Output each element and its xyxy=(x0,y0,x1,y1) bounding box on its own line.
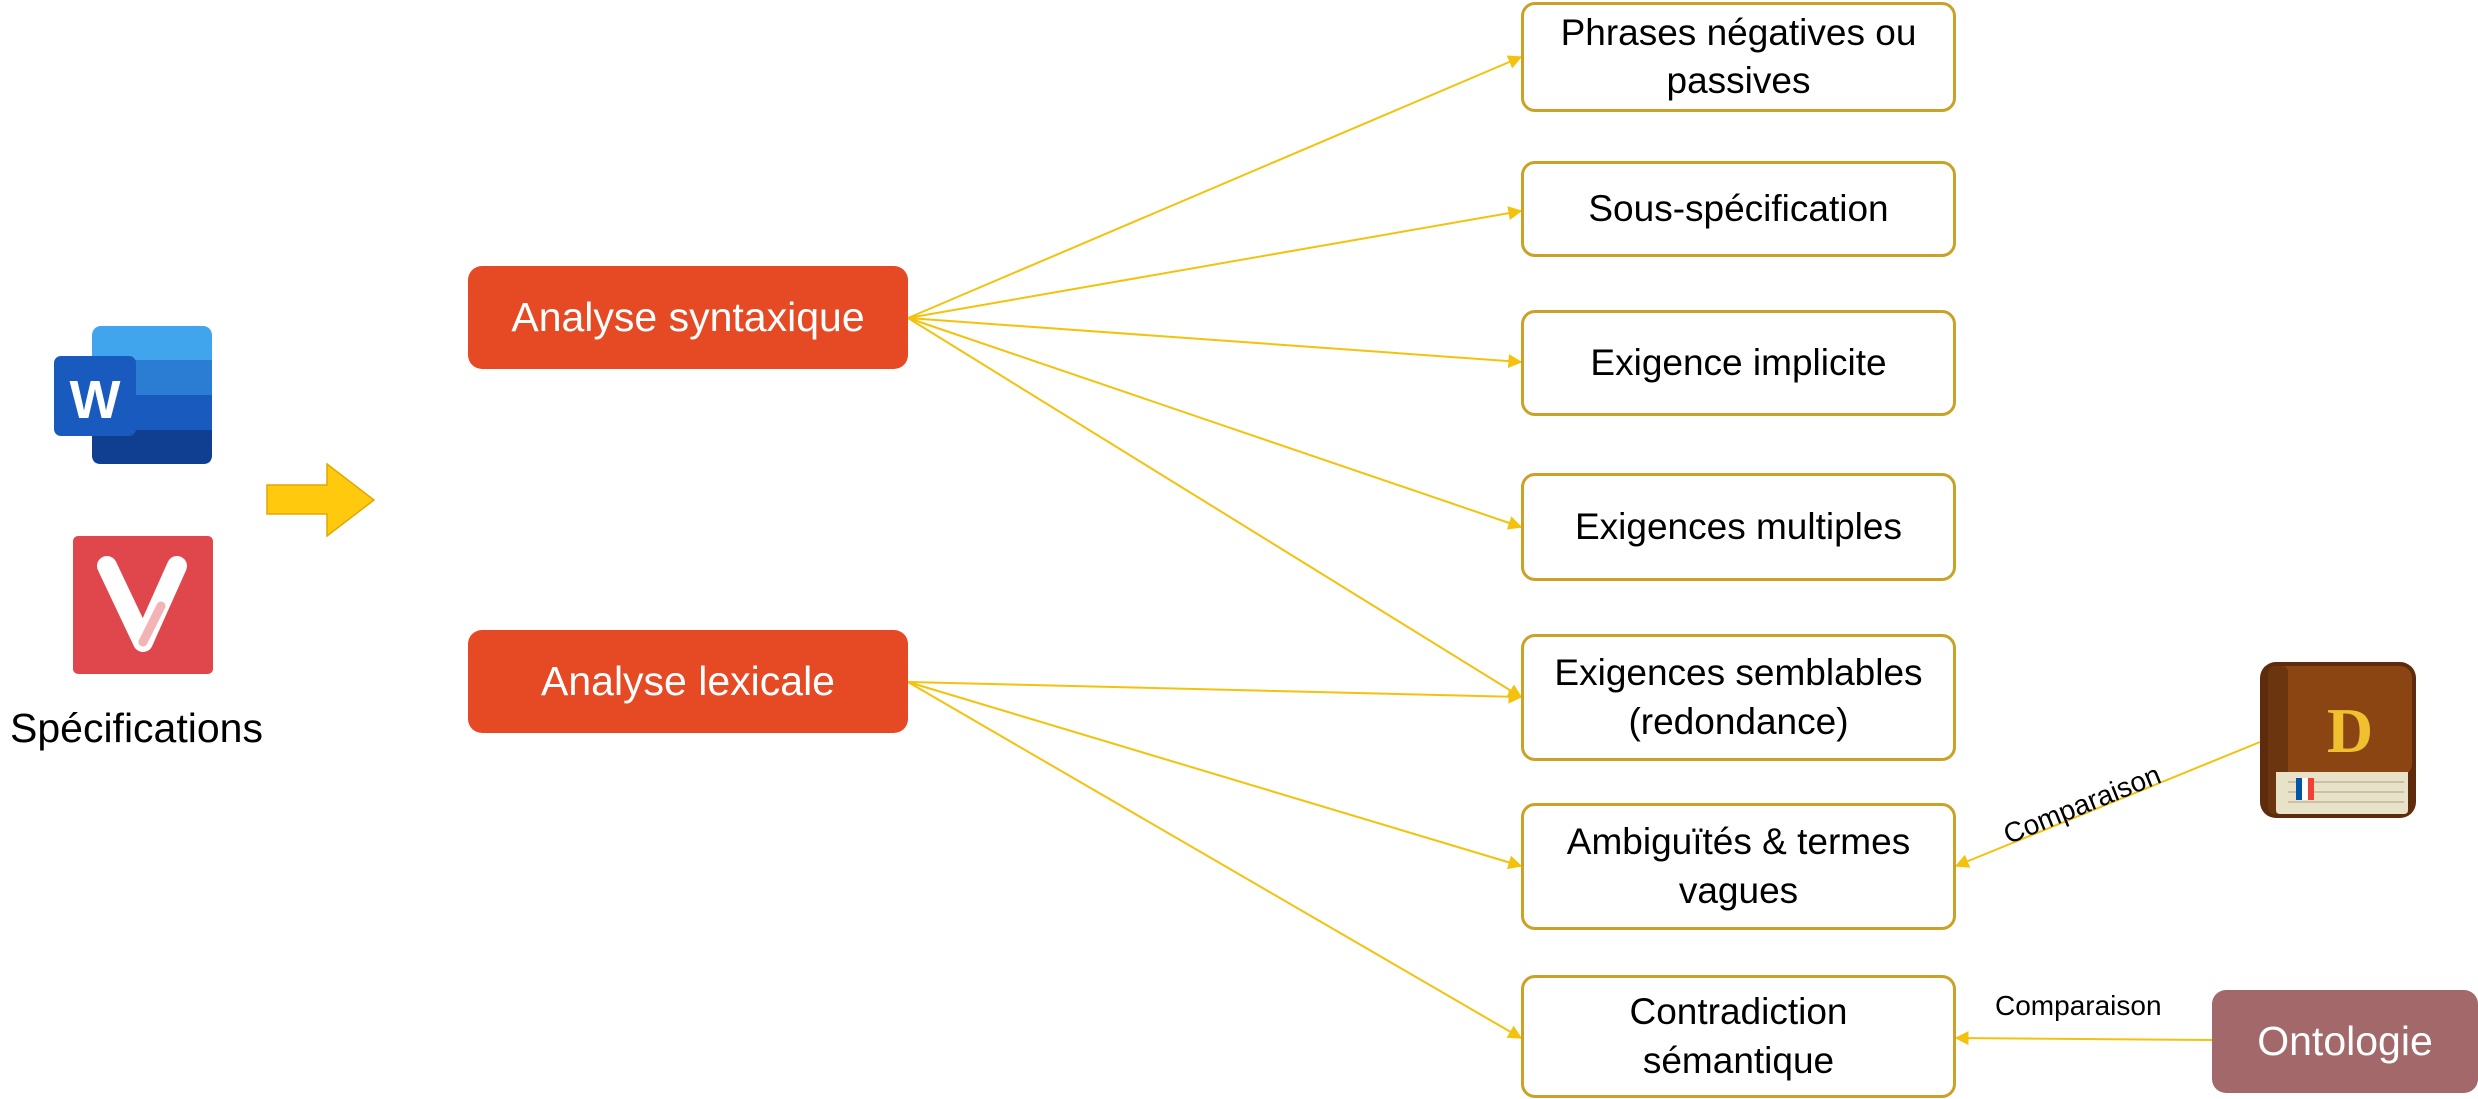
edge-dictionary-ambiguity xyxy=(1954,741,2261,868)
output-negative-passive: Phrases négatives ou passives xyxy=(1521,2,1956,112)
edge-syntax-multiple xyxy=(907,317,1523,530)
output-semantic-contradiction: Contradiction sémantique xyxy=(1521,975,1956,1098)
process-syntactic-analysis: Analyse syntaxique xyxy=(468,266,908,369)
output-implicit-requirement: Exigence implicite xyxy=(1521,310,1956,416)
word-letter: W xyxy=(70,370,121,430)
resource-ontology: Ontologie xyxy=(2212,990,2478,1093)
edge-syntax-underspec xyxy=(907,206,1523,319)
edge-lexical-contradiction xyxy=(907,681,1523,1039)
vectr-icon xyxy=(73,536,213,674)
dictionary-letter: D xyxy=(2327,695,2373,766)
edge-lexical-similar xyxy=(907,681,1523,704)
edge-syntax-similar xyxy=(907,317,1523,698)
output-similar-requirements: Exigences semblables (redondance) xyxy=(1521,634,1956,761)
output-under-specification: Sous-spécification xyxy=(1521,161,1956,257)
edge-syntax-negative xyxy=(907,55,1523,319)
comparison-label-ontology: Comparaison xyxy=(1995,990,2162,1021)
edge-ontology-contradiction xyxy=(1954,1031,2213,1046)
output-ambiguity: Ambiguïtés & termes vagues xyxy=(1521,803,1956,930)
edge-syntax-implicit xyxy=(907,317,1523,369)
output-multiple-requirements: Exigences multiples xyxy=(1521,473,1956,581)
edge-lexical-ambiguity xyxy=(907,681,1523,870)
word-document-icon: W xyxy=(52,326,214,464)
dictionary-book-icon: D xyxy=(2258,660,2418,820)
right-arrow-icon xyxy=(266,462,376,538)
process-lexical-analysis: Analyse lexicale xyxy=(468,630,908,733)
specifications-caption: Spécifications xyxy=(10,705,263,751)
